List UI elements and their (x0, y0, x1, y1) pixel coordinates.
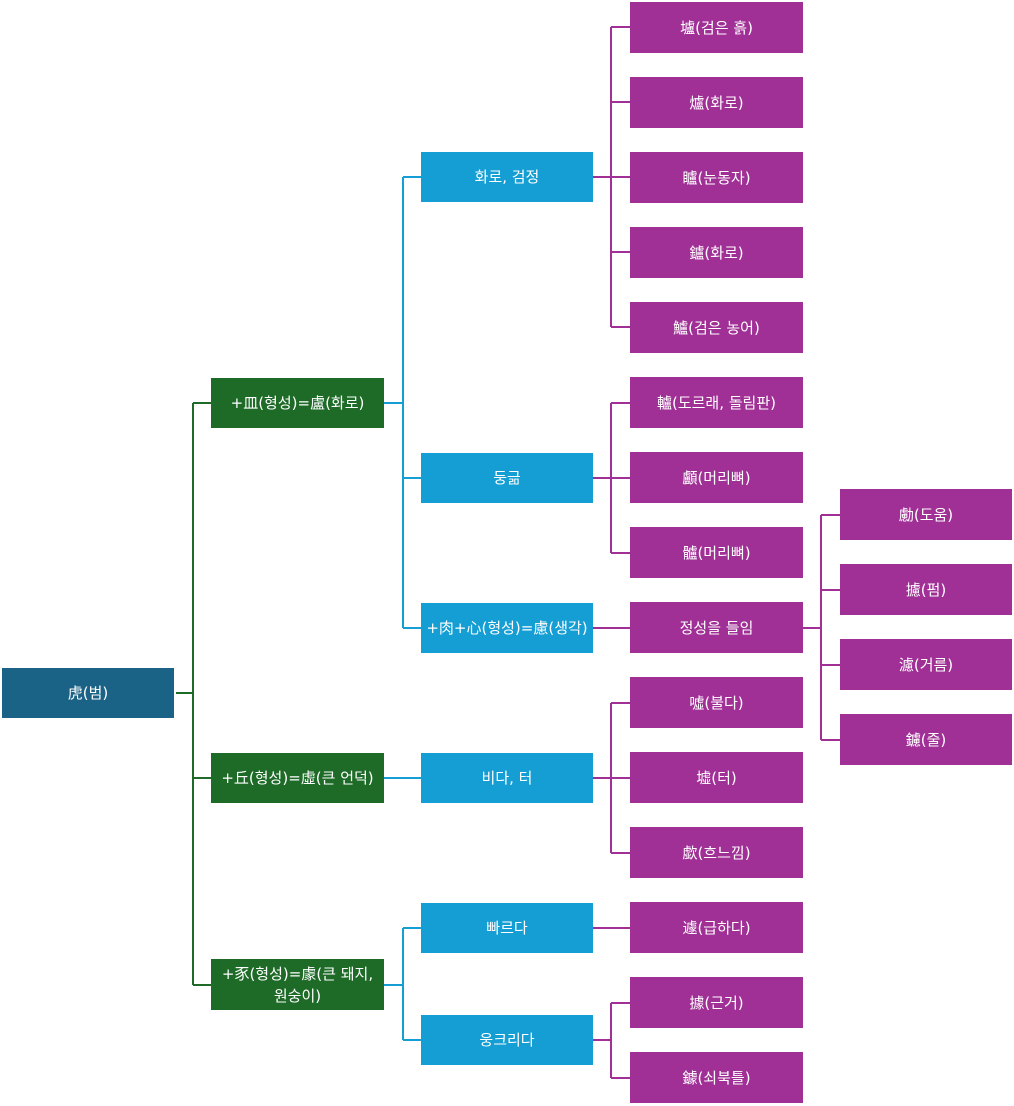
node-lu1[interactable]: 壚(검은 흙) (630, 2, 803, 53)
node-ryeo[interactable]: +肉+心(형성)=慮(생각) (421, 603, 593, 653)
node-ppareuda[interactable]: 빠르다 (421, 903, 593, 953)
node-bida[interactable]: 비다, 터 (421, 753, 593, 803)
node-r2[interactable]: 攄(펌) (840, 564, 1012, 615)
node-geo1[interactable]: 遽(급하다) (630, 902, 803, 953)
connector-dunggeul (593, 402, 630, 554)
connector-lu (384, 176, 421, 629)
connector-bida (593, 702, 630, 854)
node-lu[interactable]: +皿(형성)=盧(화로) (211, 378, 384, 428)
node-lu2[interactable]: 爐(화로) (630, 77, 803, 128)
node-geo2[interactable]: 據(근거) (630, 977, 803, 1028)
node-du1[interactable]: 轤(도르래, 돌림판) (630, 377, 803, 428)
connector-ryeo-children (803, 514, 840, 741)
root-node[interactable]: 虎(범) (2, 668, 174, 718)
node-r1[interactable]: 勴(도움) (840, 489, 1012, 540)
node-r4[interactable]: 鑢(줄) (840, 714, 1012, 765)
node-lu3[interactable]: 矑(눈동자) (630, 152, 803, 203)
node-du3[interactable]: 髗(머리뼈) (630, 527, 803, 578)
connector-geo (384, 927, 421, 1041)
node-ryeo1[interactable]: 정성을 들임 (630, 602, 803, 653)
node-heo1[interactable]: 噓(불다) (630, 677, 803, 728)
node-r3[interactable]: 濾(거름) (840, 639, 1012, 690)
node-hwaro[interactable]: 화로, 검정 (421, 152, 593, 202)
node-heo2[interactable]: 墟(터) (630, 752, 803, 803)
connector-root (176, 402, 211, 986)
node-heo3[interactable]: 歔(흐느낌) (630, 827, 803, 878)
node-lu4[interactable]: 鑪(화로) (630, 227, 803, 278)
node-geo3[interactable]: 鐻(쇠북틀) (630, 1052, 803, 1103)
node-geo[interactable]: +豕(형성)=豦(큰 돼지, 원숭이) (211, 959, 384, 1010)
node-dunggeul[interactable]: 둥긂 (421, 453, 593, 503)
connector-ungkeurida (593, 1002, 630, 1079)
node-ungkeurida[interactable]: 웅크리다 (421, 1015, 593, 1065)
node-lu5[interactable]: 鱸(검은 농어) (630, 302, 803, 353)
node-du2[interactable]: 顱(머리뼈) (630, 452, 803, 503)
node-heo[interactable]: +丘(형성)=虛(큰 언덕) (211, 753, 384, 803)
connector-hwaro (593, 26, 630, 328)
